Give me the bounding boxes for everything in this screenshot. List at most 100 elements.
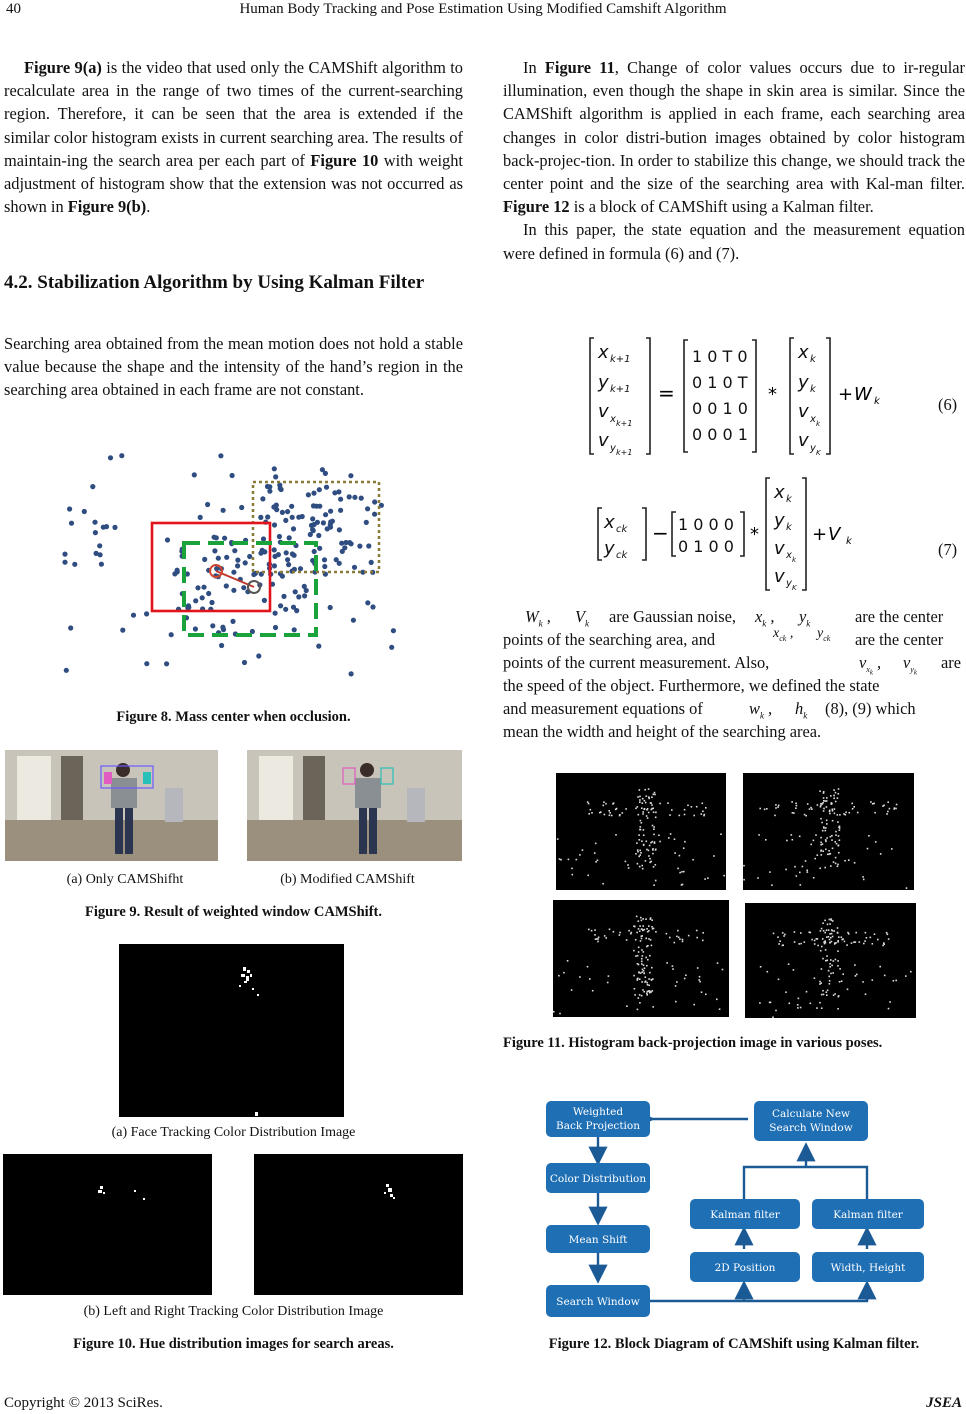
scatter-point	[219, 642, 225, 649]
svg-text:k+1: k+1	[616, 419, 632, 428]
eq6-lhs-vx: v	[598, 401, 609, 422]
scatter-point	[289, 514, 295, 520]
scatter-point	[290, 604, 297, 610]
scatter-point	[350, 617, 356, 623]
scatter-point	[323, 484, 330, 490]
eq6-row-4: 0 0 0 1	[692, 425, 748, 444]
scatter-point	[260, 536, 267, 542]
scatter-point	[209, 599, 215, 606]
scatter-point	[389, 644, 395, 650]
svg-text:Back Projection: Back Projection	[556, 1120, 640, 1132]
scatter-point	[63, 667, 69, 673]
scatter-point	[93, 550, 99, 556]
scatter-point	[278, 603, 284, 609]
scatter-point	[320, 520, 326, 526]
scatter-point	[372, 511, 378, 517]
svg-text:v: v	[774, 538, 785, 559]
svg-text:k: k	[810, 354, 817, 365]
scatter-point	[62, 559, 68, 565]
scatter-point	[336, 489, 342, 495]
fig9a-ref[interactable]: Figure 9(a)	[24, 58, 102, 77]
svg-text:y: y	[797, 372, 809, 393]
scatter-point	[348, 671, 354, 677]
svg-text:k: k	[816, 420, 821, 428]
scatter-point	[290, 526, 297, 532]
svg-text:+: +	[812, 524, 827, 545]
scatter-point	[321, 557, 328, 563]
scatter-point	[201, 584, 207, 590]
scatter-point	[164, 537, 171, 543]
figure-8-caption: Figure 8. Mass center when occlusion.	[116, 709, 351, 725]
svg-text:−: −	[652, 521, 669, 545]
svg-text:Search Window: Search Window	[769, 1122, 852, 1134]
scatter-point	[342, 545, 348, 551]
scatter-point	[271, 563, 277, 569]
scatter-point	[296, 594, 302, 600]
scatter-point	[98, 561, 104, 567]
scatter-point	[67, 506, 73, 512]
scatter-point	[346, 494, 352, 500]
scatter-point	[164, 661, 170, 667]
scatter-point	[265, 514, 271, 520]
svg-text:Width, Height: Width, Height	[831, 1262, 907, 1274]
scatter-point	[351, 564, 358, 570]
scatter-point	[222, 535, 228, 541]
svg-text:y: y	[609, 443, 617, 454]
scatter-point	[72, 561, 78, 567]
svg-text:k: k	[810, 384, 817, 395]
scatter-point	[322, 563, 328, 570]
figure-10a-image	[119, 944, 344, 1117]
figure-10b-label: (b) Left and Right Tracking Color Distri…	[83, 1304, 384, 1319]
scatter-point	[332, 490, 338, 496]
eq6-lhs-x: x	[597, 342, 609, 363]
box-search-window: Search Window	[546, 1285, 650, 1317]
scatter-point	[206, 590, 212, 597]
svg-text:ck: ck	[616, 524, 628, 535]
scatter-point	[276, 533, 282, 540]
scatter-point	[144, 661, 150, 667]
scatter-point	[68, 520, 75, 526]
fig10-ref[interactable]: Figure 10	[310, 150, 379, 170]
scatter-point	[260, 496, 266, 502]
section-title: 4.2. Stabilization Algorithm by Using Ka…	[4, 272, 425, 293]
scatter-point	[231, 569, 237, 575]
scatter-point	[90, 484, 96, 490]
svg-text:*: *	[750, 524, 759, 545]
scatter-point	[305, 492, 311, 498]
scatter-point	[328, 508, 334, 514]
text: , Change of color values occurs due to i…	[503, 58, 965, 194]
eq7-row-1: 1 0 0 0	[678, 515, 734, 534]
svg-text:v: v	[798, 430, 809, 451]
scatter-point	[363, 519, 369, 525]
eq6-lhs-vy: v	[598, 430, 609, 451]
scatter-point	[202, 556, 208, 562]
svg-text:+: +	[838, 384, 853, 405]
scatter-point	[241, 659, 248, 666]
text: with weight adjustment of histogram show…	[4, 150, 463, 217]
scatter-point	[235, 563, 241, 569]
scatter-point	[192, 626, 198, 632]
scatter-point	[274, 507, 280, 513]
fig9b-ref[interactable]: Figure 9(b)	[67, 197, 147, 217]
eq7-noise: V	[828, 524, 842, 545]
svg-text:x: x	[609, 414, 616, 425]
scatter-point	[291, 627, 297, 633]
svg-text:y: y	[785, 578, 793, 589]
scatter-point	[303, 587, 309, 594]
scatter-point	[195, 585, 201, 591]
fig11-ref[interactable]: Figure 11	[544, 58, 615, 77]
scatter-point	[283, 517, 289, 523]
svg-text:k: k	[792, 556, 797, 564]
scatter-point	[256, 653, 262, 659]
scatter-point	[272, 610, 278, 616]
scatter-point	[271, 466, 277, 472]
scatter-point	[316, 532, 322, 539]
text: .	[146, 197, 151, 217]
scatter-point	[231, 587, 237, 593]
box-calculate-new-search-window: Calculate New Search Window	[754, 1101, 868, 1141]
scatter-point	[168, 632, 174, 638]
scatter-point	[235, 557, 241, 563]
scatter-point	[220, 507, 226, 513]
svg-text:x: x	[809, 414, 816, 425]
fig12-ref[interactable]: Figure 12	[503, 197, 570, 217]
